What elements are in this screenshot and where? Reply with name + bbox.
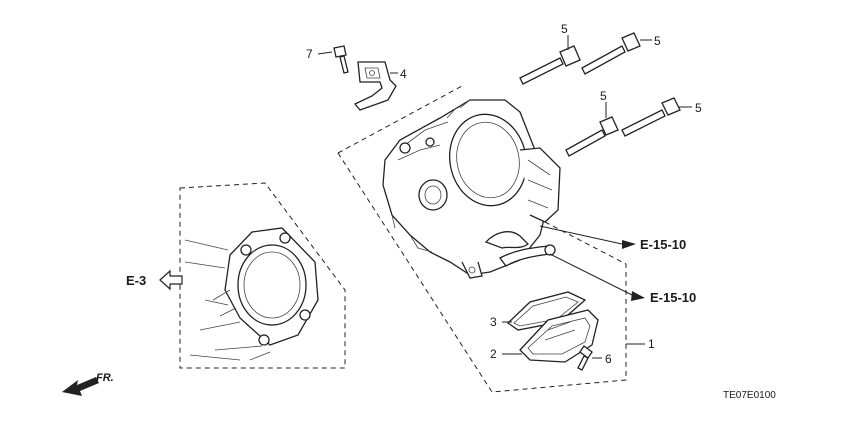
- bolt-5-lower-right: [621, 97, 681, 137]
- callout-1: 1: [648, 337, 655, 351]
- callout-2: 2: [490, 347, 497, 361]
- screw-7: [333, 45, 349, 74]
- callout-4: 4: [400, 67, 407, 81]
- adapter-plate: [519, 309, 599, 363]
- callout-5-upper-left: 5: [561, 22, 568, 36]
- intake-manifold-area: [179, 182, 346, 369]
- gasket: [506, 291, 587, 331]
- callout-5-upper-right: 5: [654, 34, 661, 48]
- bolt-5-lower-left: [565, 116, 619, 157]
- front-direction-label: FR.: [96, 372, 114, 384]
- callout-7: 7: [306, 47, 313, 61]
- callout-3: 3: [490, 315, 497, 329]
- assembly-outline: [337, 85, 627, 393]
- front-direction-arrow-icon: [62, 377, 99, 396]
- callout-6: 6: [605, 352, 612, 366]
- e3-arrow-icon: [159, 269, 183, 291]
- reference-e15-lower: E-15-10: [650, 290, 696, 305]
- reference-arrow-lower: [631, 291, 645, 301]
- reference-e3: E-3: [126, 273, 146, 288]
- leader-lines: [317, 35, 692, 359]
- bracket: [353, 61, 397, 111]
- bolt-6: [577, 345, 593, 371]
- reference-arrow-upper: [622, 240, 636, 249]
- callout-5-lower-left: 5: [600, 89, 607, 103]
- callout-5-lower-right: 5: [695, 101, 702, 115]
- reference-e15-upper: E-15-10: [640, 237, 686, 252]
- bolt-5-upper-left: [519, 45, 581, 85]
- diagram-code: TE07E0100: [723, 390, 776, 401]
- throttle-body: [382, 99, 561, 279]
- bolt-5-upper-right: [581, 32, 641, 75]
